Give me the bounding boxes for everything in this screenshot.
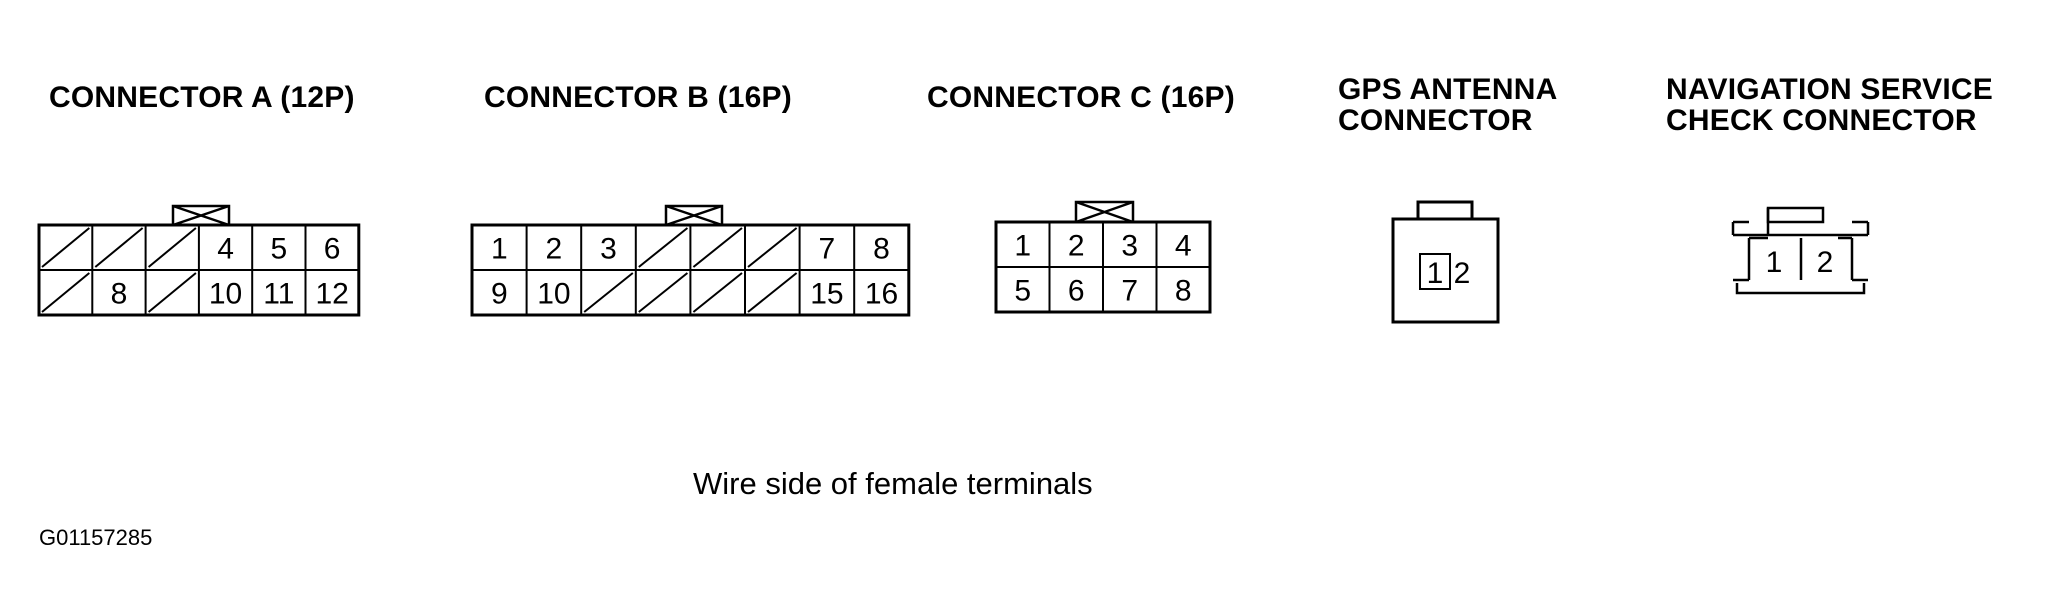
figure-code: G01157285 (39, 525, 153, 550)
empty-cavity-slash (147, 227, 197, 268)
connector-a: 4 5 6 8 10 11 12 (37, 204, 361, 317)
title-line: CONNECTOR (1338, 104, 1533, 137)
terminal-number: 1 (1427, 257, 1444, 290)
terminal-number: 10 (209, 278, 242, 311)
terminal-number: 7 (1121, 275, 1138, 308)
terminal-number: 6 (1068, 275, 1085, 308)
navigation-service-check-connector: 1 2 (1731, 206, 1870, 295)
terminal-number: 6 (324, 233, 341, 266)
terminal-number: 11 (263, 278, 294, 311)
connector-b-title: CONNECTOR B (16P) (484, 82, 792, 113)
empty-cavity-slash (747, 227, 798, 268)
connector-housing (1733, 208, 1770, 282)
title-line: CONNECTOR A (12P) (49, 81, 355, 114)
terminal-number: 5 (1014, 275, 1031, 308)
terminal-box (1419, 253, 1451, 290)
empty-cavity-slash (692, 227, 743, 268)
terminal-number: 7 (819, 233, 836, 266)
terminal-number: 8 (111, 278, 128, 311)
connector-body (1391, 217, 1500, 324)
empty-cavity-slash (747, 272, 798, 313)
terminal-number: 4 (1175, 230, 1192, 263)
terminal-number: 2 (546, 233, 563, 266)
empty-cavity-slash (638, 227, 689, 268)
empty-cavity-slash (41, 227, 90, 268)
connector-latch (1766, 206, 1825, 224)
gps-antenna-connector: 1 2 (1391, 200, 1500, 324)
connector-latch (664, 204, 724, 227)
terminal-number: 1 (491, 233, 508, 266)
terminal-number: 8 (1175, 275, 1192, 308)
title-line: CHECK CONNECTOR (1666, 104, 1977, 137)
terminal-number: 5 (271, 233, 288, 266)
title-line: CONNECTOR B (16P) (484, 81, 792, 114)
connector-latch (1416, 200, 1474, 219)
empty-cavity-slash (94, 227, 144, 268)
terminal-number: 2 (1068, 230, 1085, 263)
connector-latch (1074, 200, 1135, 224)
terminal-number: 2 (1454, 257, 1471, 290)
terminal-number: 15 (810, 278, 843, 311)
empty-cavity-slash (692, 272, 743, 313)
empty-cavity-slash (583, 272, 634, 313)
terminal-number: 1 (1014, 230, 1031, 263)
empty-cavity-slash (638, 272, 689, 313)
terminal-number: 10 (537, 278, 570, 311)
terminal-number: 2 (1817, 246, 1834, 279)
terminal-number: 8 (873, 233, 890, 266)
connector-latch (171, 204, 231, 227)
caption: Wire side of female terminals (693, 466, 1093, 501)
title-line: CONNECTOR C (16P) (927, 81, 1235, 114)
terminal-number: 12 (315, 278, 348, 311)
connector-a-title: CONNECTOR A (12P) (49, 82, 355, 113)
gps-antenna-connector-title: GPS ANTENNA CONNECTOR (1338, 74, 1557, 136)
connector-b: 1 2 3 7 8 9 10 15 16 (470, 204, 911, 317)
connector-c-title: CONNECTOR C (16P) (927, 82, 1235, 113)
empty-cavity-slash (41, 272, 90, 313)
terminal-number: 9 (491, 278, 508, 311)
terminal-number: 4 (217, 233, 234, 266)
navigation-service-connector-title: NAVIGATION SERVICE CHECK CONNECTOR (1666, 74, 1993, 136)
connector-housing (1731, 220, 1870, 295)
connector-c: 1 2 3 4 5 6 7 8 (994, 200, 1212, 314)
terminal-number: 3 (1121, 230, 1138, 263)
terminal-number: 16 (865, 278, 898, 311)
terminal-number: 3 (600, 233, 617, 266)
title-line: GPS ANTENNA (1338, 73, 1558, 106)
title-line: NAVIGATION SERVICE (1666, 73, 1993, 106)
empty-cavity-slash (147, 272, 197, 313)
terminal-number: 1 (1766, 246, 1783, 279)
